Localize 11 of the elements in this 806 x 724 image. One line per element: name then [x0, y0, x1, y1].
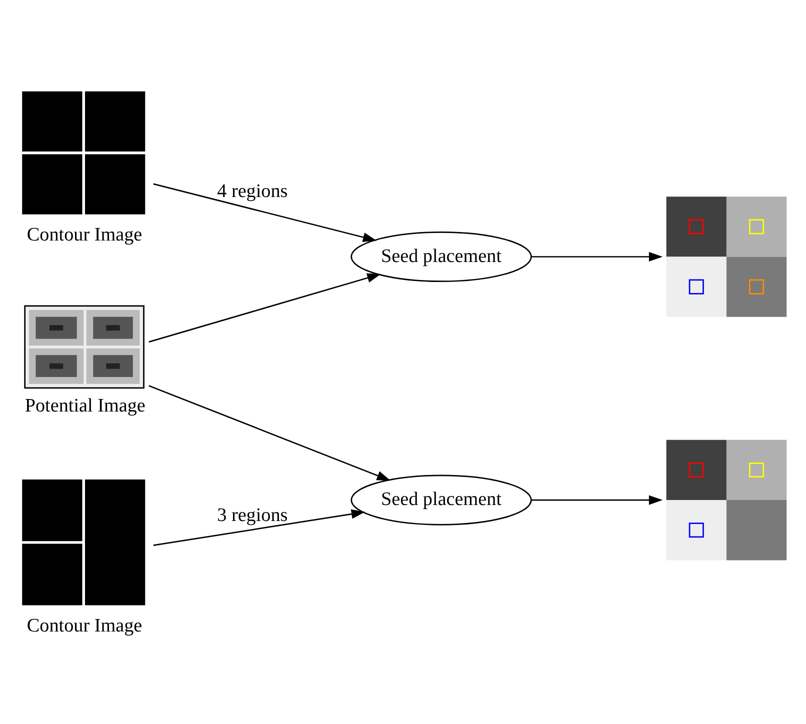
node-label: Contour Image: [26, 224, 142, 246]
node-label: Contour Image: [26, 616, 142, 637]
edge-label: 4 regions: [217, 180, 288, 202]
edge-label: 3 regions: [217, 504, 288, 526]
arrow: [531, 252, 663, 262]
arrow: [153, 183, 377, 242]
arrow: [153, 509, 366, 546]
node-label: Potential Image: [24, 395, 146, 416]
arrow: [531, 495, 663, 505]
arrow: [148, 385, 391, 481]
arrow: [148, 273, 381, 343]
